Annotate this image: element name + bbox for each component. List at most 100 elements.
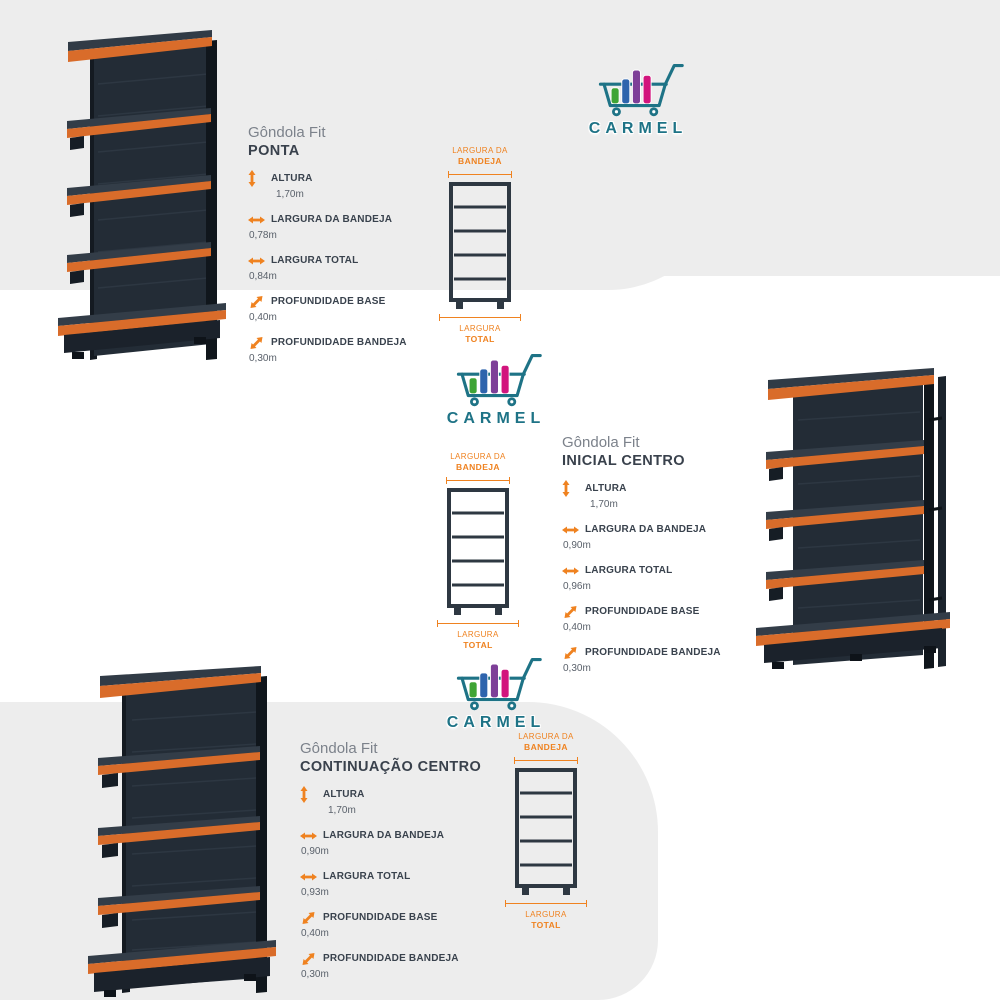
brand-name: CARMEL (588, 120, 688, 137)
dimension-line (448, 170, 512, 178)
section-title-continuacao-centro: Gôndola Fit CONTINUAÇÃO CENTRO (300, 740, 481, 775)
shopping-cart-icon (456, 658, 542, 711)
diagram-top-label: LARGURA DA BANDEJA (452, 146, 508, 168)
diagonal-arrow-icon (248, 293, 265, 310)
spec-value: 0,93m (301, 887, 329, 898)
diagram-bottom-label: LARGURA TOTAL (457, 630, 498, 652)
spec-label: ALTURA (585, 483, 627, 494)
dimension-line (437, 619, 519, 627)
diagram-bottom-label-line2: TOTAL (463, 640, 493, 651)
spec-label: PROFUNDIDADE BANDEJA (271, 337, 407, 348)
spec-value: 0,40m (301, 928, 329, 939)
spec-value: 0,30m (249, 353, 277, 364)
spec-row-largura-bandeja: LARGURA DA BANDEJA 0,90m (300, 827, 530, 857)
gondola-photo-inicial-centro (738, 360, 968, 685)
dimension-line (446, 476, 510, 484)
spec-value: 0,96m (563, 581, 591, 592)
horizontal-arrow-icon (562, 562, 579, 579)
diagram-top-label-line1: LARGURA DA (452, 146, 508, 155)
brand-name: CARMEL (446, 410, 546, 427)
diagonal-arrow-icon (300, 909, 317, 926)
spec-value: 0,30m (563, 663, 591, 674)
dimension-line (505, 899, 587, 907)
spec-row-altura: ALTURA 1,70m (248, 170, 478, 200)
diagram-top-label-line1: LARGURA DA (450, 452, 506, 461)
product-line-name: Gôndola Fit (248, 124, 326, 141)
dimension-diagram-ponta: LARGURA DA BANDEJA LARGURA TOTAL (432, 146, 528, 346)
model-name: CONTINUAÇÃO CENTRO (300, 759, 482, 775)
spec-label: ALTURA (271, 173, 313, 184)
spec-row-profundidade-bandeja: PROFUNDIDADE BANDEJA 0,30m (562, 644, 792, 674)
diagram-bottom-label-line2: TOTAL (531, 920, 561, 931)
spec-row-largura-total: LARGURA TOTAL 0,84m (248, 252, 478, 282)
diagram-bottom-label-line1: LARGURA (459, 323, 501, 333)
gondola-photo-ponta (34, 26, 234, 371)
spec-value: 1,70m (328, 805, 356, 816)
spec-label: PROFUNDIDADE BASE (271, 296, 386, 307)
carmel-logo: CARMEL (576, 54, 696, 138)
spec-row-largura-total: LARGURA TOTAL 0,96m (562, 562, 792, 592)
vertical-arrow-icon (300, 786, 317, 803)
gondola-illustration (756, 368, 950, 669)
diagram-bottom-label: LARGURA TOTAL (459, 324, 500, 346)
shopping-cart-icon (598, 64, 684, 117)
model-name: PONTA (248, 143, 300, 159)
spec-value: 1,70m (590, 499, 618, 510)
spec-row-profundidade-bandeja: PROFUNDIDADE BANDEJA 0,30m (300, 950, 530, 980)
spec-label: LARGURA DA BANDEJA (323, 830, 445, 841)
shelf-outline-icon (449, 181, 511, 309)
diagonal-arrow-icon (562, 603, 579, 620)
spec-row-largura-total: LARGURA TOTAL 0,93m (300, 868, 530, 898)
spec-label: LARGURA TOTAL (323, 871, 411, 882)
spec-value: 0,78m (249, 230, 277, 241)
spec-value: 0,90m (563, 540, 591, 551)
spec-label: LARGURA TOTAL (271, 255, 359, 266)
horizontal-arrow-icon (300, 868, 317, 885)
dimension-line (439, 313, 521, 321)
spec-value: 0,40m (563, 622, 591, 633)
section-title-ponta: Gôndola Fit PONTA (248, 124, 326, 159)
gondola-photo-continuacao-centro (58, 662, 293, 1000)
spec-row-profundidade-base: PROFUNDIDADE BASE 0,40m (248, 293, 478, 323)
section-title-inicial-centro: Gôndola Fit INICIAL CENTRO (562, 434, 685, 469)
spec-list-inicial-centro: ALTURA 1,70m LARGURA DA BANDEJA 0,90m LA… (562, 480, 792, 685)
gondola-illustration (58, 30, 226, 360)
spec-value: 1,70m (276, 189, 304, 200)
spec-value: 0,40m (249, 312, 277, 323)
shelf-outline-icon (515, 767, 577, 895)
diagonal-arrow-icon (248, 334, 265, 351)
spec-row-largura-bandeja: LARGURA DA BANDEJA 0,90m (562, 521, 792, 551)
spec-row-altura: ALTURA 1,70m (300, 786, 530, 816)
diagram-bottom-label-line2: TOTAL (465, 334, 495, 345)
spec-row-altura: ALTURA 1,70m (562, 480, 792, 510)
brand-name: CARMEL (446, 714, 546, 731)
dimension-diagram-continuacao-centro: LARGURA DA BANDEJA LARGURA TOTAL (498, 732, 594, 932)
spec-label: PROFUNDIDADE BANDEJA (323, 953, 459, 964)
diagram-top-label-line2: BANDEJA (456, 462, 500, 473)
diagram-top-label-line1: LARGURA DA (518, 732, 574, 741)
diagram-bottom-label: LARGURA TOTAL (525, 910, 566, 932)
carmel-logo: CARMEL (434, 648, 554, 732)
spec-label: LARGURA DA BANDEJA (585, 524, 707, 535)
diagram-bottom-label-line1: LARGURA (457, 629, 499, 639)
model-name: INICIAL CENTRO (562, 453, 685, 469)
horizontal-arrow-icon (300, 827, 317, 844)
diagonal-arrow-icon (562, 644, 579, 661)
diagram-bottom-label-line1: LARGURA (525, 909, 567, 919)
vertical-arrow-icon (562, 480, 579, 497)
shelf-outline-icon (447, 487, 509, 615)
spec-list-continuacao-centro: ALTURA 1,70m LARGURA DA BANDEJA 0,90m LA… (300, 786, 530, 991)
spec-label: LARGURA TOTAL (585, 565, 673, 576)
horizontal-arrow-icon (248, 252, 265, 269)
spec-list-ponta: ALTURA 1,70m LARGURA DA BANDEJA 0,78m LA… (248, 170, 478, 375)
spec-row-profundidade-base: PROFUNDIDADE BASE 0,40m (562, 603, 792, 633)
spec-label: PROFUNDIDADE BASE (323, 912, 438, 923)
spec-label: LARGURA DA BANDEJA (271, 214, 393, 225)
diagram-top-label-line2: BANDEJA (524, 742, 568, 753)
dimension-line (514, 756, 578, 764)
spec-row-profundidade-base: PROFUNDIDADE BASE 0,40m (300, 909, 530, 939)
product-line-name: Gôndola Fit (562, 434, 640, 451)
diagram-top-label: LARGURA DA BANDEJA (450, 452, 506, 474)
diagram-top-label-line2: BANDEJA (458, 156, 502, 167)
